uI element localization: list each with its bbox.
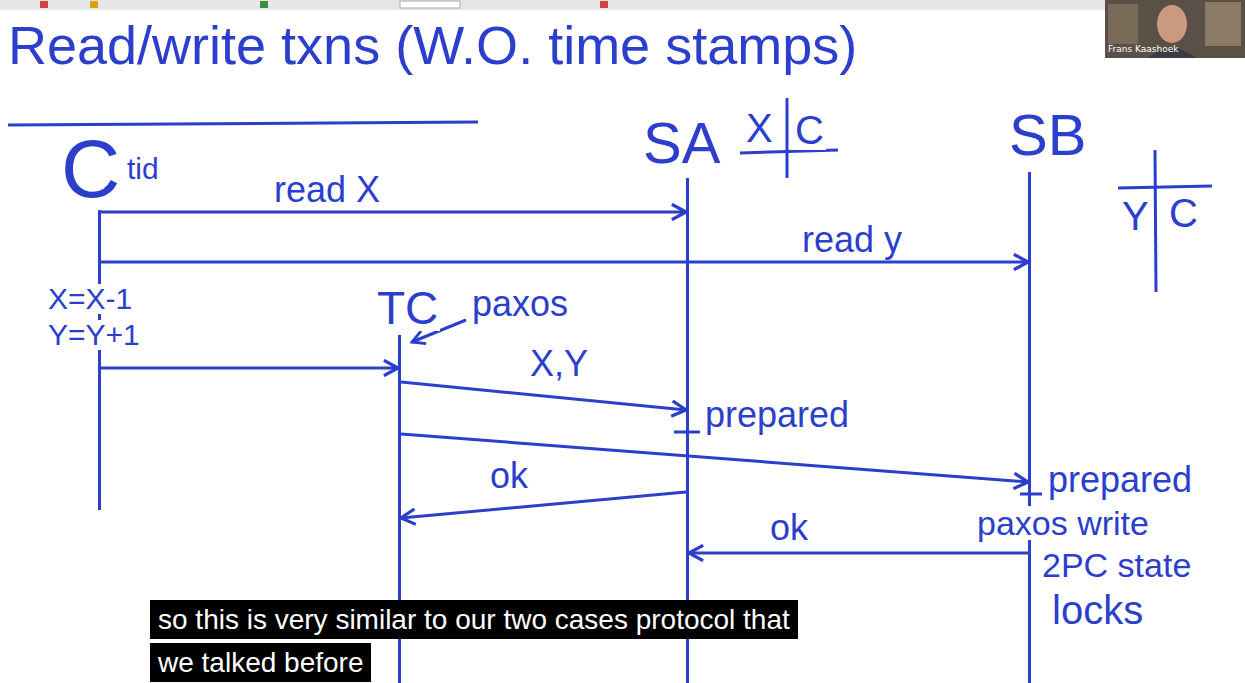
actor-tag: tid [125, 154, 161, 184]
message-label: read X [272, 172, 382, 208]
toolbar-strip [0, 0, 1245, 10]
webcam-name: Frans Kaashoek [1108, 45, 1178, 54]
actor-name: TC [375, 285, 440, 331]
message-arrow [101, 261, 1028, 264]
title-underline [8, 122, 478, 125]
toolbar-icon [600, 1, 608, 8]
message-arrow [689, 552, 1028, 555]
webcam-shelf [1108, 4, 1138, 44]
toolbar-icon [260, 1, 268, 8]
message-arrow [401, 492, 686, 518]
prepared-tick [1020, 493, 1042, 496]
table-rule [1118, 186, 1212, 188]
table-rule [740, 150, 838, 153]
table-cell: Y [1120, 196, 1151, 236]
lifeline: Ctid [98, 208, 101, 510]
message-arrow [101, 367, 398, 370]
actor-name: C [59, 128, 122, 210]
webcam-face [1157, 5, 1187, 43]
actor-name: SB [1007, 106, 1088, 164]
message-label: ok [488, 458, 530, 494]
state-note: 2PC state [1040, 548, 1193, 582]
webcam-tile [1105, 0, 1245, 58]
subtitle-text: so this is very similar to our two cases… [150, 600, 798, 682]
table-cell: C [793, 110, 826, 150]
actor-name: SA [641, 114, 722, 172]
state-note: prepared [703, 397, 851, 433]
message-label: X,Y [528, 346, 590, 382]
message-label: read y [800, 222, 904, 258]
message-arrow [101, 211, 686, 214]
table-rule [1155, 150, 1156, 292]
table-rule [786, 98, 789, 178]
title-text: Read/write txns (W.O. time stamps) [8, 18, 857, 72]
lifeline: SB [1028, 172, 1031, 683]
state-note: paxos write [975, 506, 1151, 540]
subtitle-bar: so this is very similar to our two cases… [150, 598, 790, 683]
webcam-shelf [1205, 2, 1241, 46]
note: X=X-1 [46, 284, 134, 314]
state-note: prepared [1046, 462, 1194, 498]
toolbar-field [400, 1, 460, 8]
note: paxos [470, 286, 570, 322]
table-cell: X [744, 108, 775, 148]
table-cell: C [1167, 193, 1200, 233]
state-note: locks [1050, 590, 1145, 630]
note: Y=Y+1 [46, 320, 142, 350]
toolbar-icon [40, 1, 48, 8]
message-label: ok [768, 510, 810, 546]
toolbar-icon [90, 1, 98, 8]
message-arrow [401, 382, 686, 410]
